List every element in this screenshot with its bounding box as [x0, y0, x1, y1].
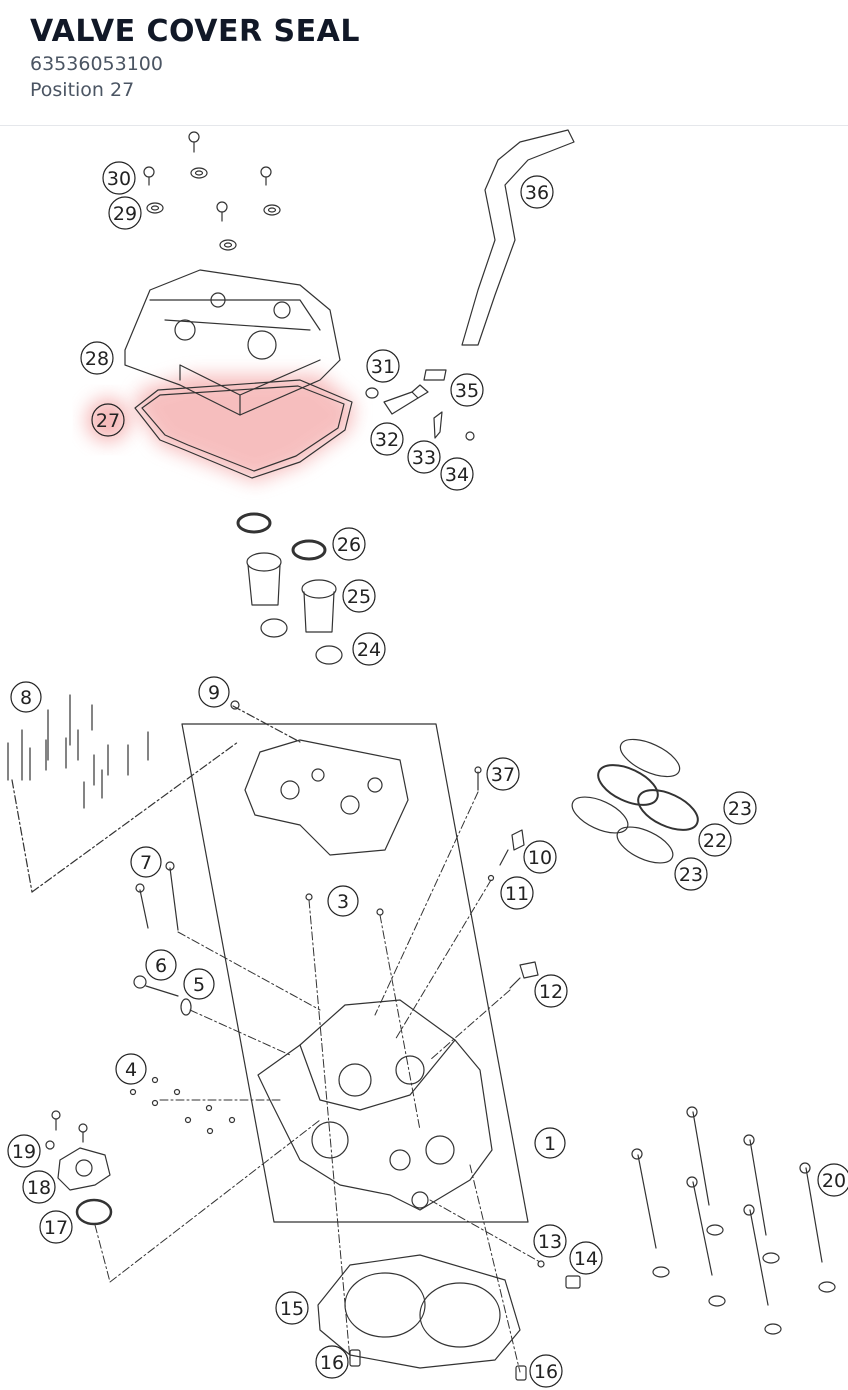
callout-18[interactable]: 18: [22, 1170, 56, 1204]
callout-4[interactable]: 4: [115, 1053, 147, 1085]
svg-text:3: 3: [337, 891, 349, 913]
callout-11[interactable]: 11: [500, 876, 534, 910]
svg-text:32: 32: [375, 429, 399, 451]
svg-text:22: 22: [703, 830, 727, 852]
svg-text:13: 13: [538, 1231, 562, 1253]
svg-text:18: 18: [27, 1177, 51, 1199]
callout-14[interactable]: 14: [569, 1241, 603, 1275]
svg-text:28: 28: [85, 348, 109, 370]
callout-30[interactable]: 30: [102, 161, 136, 195]
position-label: Position 27: [30, 79, 135, 101]
breather-hose: [461, 129, 575, 346]
callout-23b[interactable]: 23: [674, 857, 708, 891]
svg-text:20: 20: [822, 1170, 846, 1192]
callout-6[interactable]: 6: [145, 949, 177, 981]
thermostat-housing: [45, 1110, 113, 1226]
assembly-frame: [181, 723, 529, 1223]
svg-text:23: 23: [728, 798, 752, 820]
callout-8[interactable]: 8: [10, 681, 42, 713]
svg-text:35: 35: [455, 380, 479, 402]
cylinder-head: [257, 999, 493, 1211]
callout-1[interactable]: 1: [534, 1127, 566, 1159]
callout-13[interactable]: 13: [533, 1224, 567, 1258]
callout-24[interactable]: 24: [352, 632, 386, 666]
callout-9[interactable]: 9: [198, 676, 230, 708]
svg-text:26: 26: [337, 534, 361, 556]
callout-17[interactable]: 17: [39, 1210, 73, 1244]
callout-31[interactable]: 31: [366, 349, 400, 383]
svg-text:23: 23: [679, 864, 703, 886]
callout-7[interactable]: 7: [130, 846, 162, 878]
svg-text:25: 25: [347, 586, 371, 608]
head-bolts-set: [7, 694, 239, 893]
svg-text:15: 15: [280, 1298, 304, 1320]
callout-22[interactable]: 22: [698, 823, 732, 857]
svg-text:5: 5: [193, 974, 205, 996]
cylinder-studs: [631, 1106, 836, 1335]
svg-text:6: 6: [155, 955, 167, 977]
svg-text:16: 16: [534, 1361, 558, 1383]
svg-text:11: 11: [505, 883, 529, 905]
callout-labels: 1 3 4 5 6 7 8 9 10 11 12 13 14 15 16 16 …: [7, 161, 848, 1388]
page-header: VALVE COVER SEAL 63536053100 Position 27: [0, 0, 848, 126]
svg-text:8: 8: [20, 687, 32, 709]
callout-5[interactable]: 5: [183, 968, 215, 1000]
breather-fitting: [365, 369, 475, 441]
callout-23a[interactable]: 23: [723, 791, 757, 825]
callout-37[interactable]: 37: [486, 757, 520, 791]
callout-16b[interactable]: 16: [529, 1354, 563, 1388]
svg-text:10: 10: [528, 847, 552, 869]
intake-flanges: [571, 738, 699, 864]
callout-28[interactable]: 28: [80, 341, 114, 375]
svg-text:24: 24: [357, 639, 381, 661]
svg-text:27: 27: [96, 410, 120, 432]
small-fasteners: [129, 700, 581, 1289]
spark-plug-tubes: [236, 512, 343, 665]
svg-text:29: 29: [113, 203, 137, 225]
callout-19[interactable]: 19: [7, 1134, 41, 1168]
svg-text:16: 16: [320, 1352, 344, 1374]
svg-text:12: 12: [539, 981, 563, 1003]
assembly-lines: [94, 791, 541, 1373]
valve-cover: [124, 269, 341, 416]
head-gasket: [317, 1254, 521, 1369]
svg-text:30: 30: [107, 168, 131, 190]
callout-29[interactable]: 29: [108, 196, 142, 230]
svg-text:37: 37: [491, 764, 515, 786]
callout-32[interactable]: 32: [370, 422, 404, 456]
svg-text:4: 4: [125, 1059, 137, 1081]
callout-10[interactable]: 10: [523, 840, 557, 874]
callout-33[interactable]: 33: [407, 440, 441, 474]
svg-text:17: 17: [44, 1217, 68, 1239]
callout-20[interactable]: 20: [817, 1163, 848, 1197]
svg-text:36: 36: [525, 182, 549, 204]
callout-16a[interactable]: 16: [315, 1345, 349, 1379]
svg-text:33: 33: [412, 447, 436, 469]
svg-text:19: 19: [12, 1141, 36, 1163]
callout-3[interactable]: 3: [327, 885, 359, 917]
callout-35[interactable]: 35: [450, 373, 484, 407]
callout-34[interactable]: 34: [440, 457, 474, 491]
camshaft-carrier: [232, 705, 409, 856]
callout-15[interactable]: 15: [275, 1291, 309, 1325]
callout-25[interactable]: 25: [342, 579, 376, 613]
svg-text:31: 31: [371, 356, 395, 378]
svg-text:34: 34: [445, 464, 469, 486]
svg-text:14: 14: [574, 1248, 598, 1270]
cover-bolts: [143, 131, 281, 251]
callout-36[interactable]: 36: [520, 175, 554, 209]
callout-27[interactable]: 27: [91, 403, 125, 437]
callout-12[interactable]: 12: [534, 974, 568, 1008]
valve-cover-gasket: [134, 379, 353, 479]
part-number: 63536053100: [30, 53, 163, 75]
svg-text:1: 1: [544, 1133, 556, 1155]
page-title: VALVE COVER SEAL: [30, 14, 360, 49]
svg-text:7: 7: [140, 852, 152, 874]
callout-26[interactable]: 26: [332, 527, 366, 561]
svg-text:9: 9: [208, 682, 220, 704]
